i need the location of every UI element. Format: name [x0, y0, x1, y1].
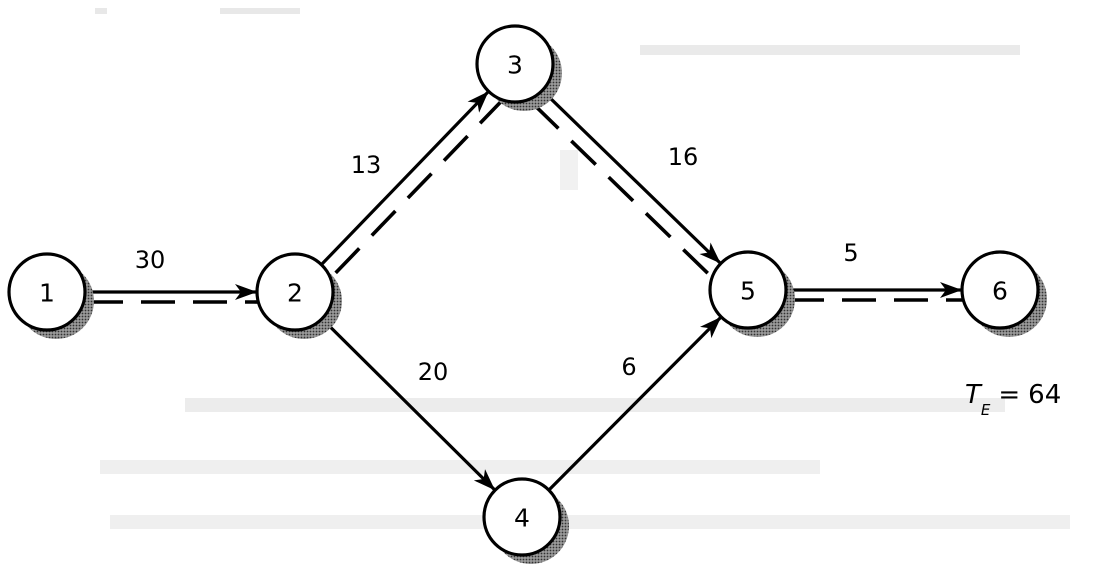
critical-path: [89, 98, 966, 304]
edge-arrow-4-5: [547, 316, 722, 492]
node-4: 4: [482, 477, 569, 564]
edge-label-2-3: 13: [351, 151, 382, 179]
node-label-1: 1: [39, 279, 55, 308]
nodes-layer: 1 2 3 4 5 6: [7, 24, 1047, 564]
total-time-value: 64: [1028, 380, 1061, 410]
node-circle-1: [7, 252, 87, 332]
node-label-4: 4: [514, 504, 530, 533]
edges-layer: [85, 89, 962, 492]
edge-label-2-4: 20: [418, 358, 449, 386]
total-time-label: TE = 64: [965, 380, 1061, 419]
node-5: 5: [708, 250, 795, 337]
edge-label-3-5: 16: [668, 143, 699, 171]
node-2: 2: [255, 252, 342, 339]
node-label-2: 2: [287, 279, 303, 308]
node-circle-3: [475, 24, 555, 104]
node-circle-4: [482, 477, 562, 557]
node-label-3: 3: [507, 51, 523, 80]
edge-label-4-5: 6: [621, 353, 636, 381]
edge-arrow-2-3: [320, 90, 490, 266]
node-circle-6: [960, 250, 1040, 330]
edge-label-1-2: 30: [135, 246, 166, 274]
background-noise: [95, 8, 1070, 529]
total-time-symbol: T: [965, 380, 983, 410]
total-time-subscript: E: [981, 401, 991, 419]
critical-path-dash-2-3: [334, 98, 505, 275]
node-circle-5: [708, 250, 788, 330]
node-1: 1: [7, 252, 94, 339]
node-label-5: 5: [740, 277, 756, 306]
node-3: 3: [475, 24, 562, 111]
edge-arrow-2-4: [320, 317, 496, 491]
node-6: 6: [960, 250, 1047, 337]
critical-path-dash-3-5: [532, 103, 714, 280]
node-label-6: 6: [992, 277, 1008, 306]
edge-label-5-6: 5: [843, 239, 858, 267]
edge-arrow-3-5: [541, 89, 722, 264]
total-time-relation: =: [998, 380, 1020, 410]
edge-labels-layer: 30 13 20 16 6 5: [135, 143, 859, 386]
node-circle-2: [255, 252, 335, 332]
